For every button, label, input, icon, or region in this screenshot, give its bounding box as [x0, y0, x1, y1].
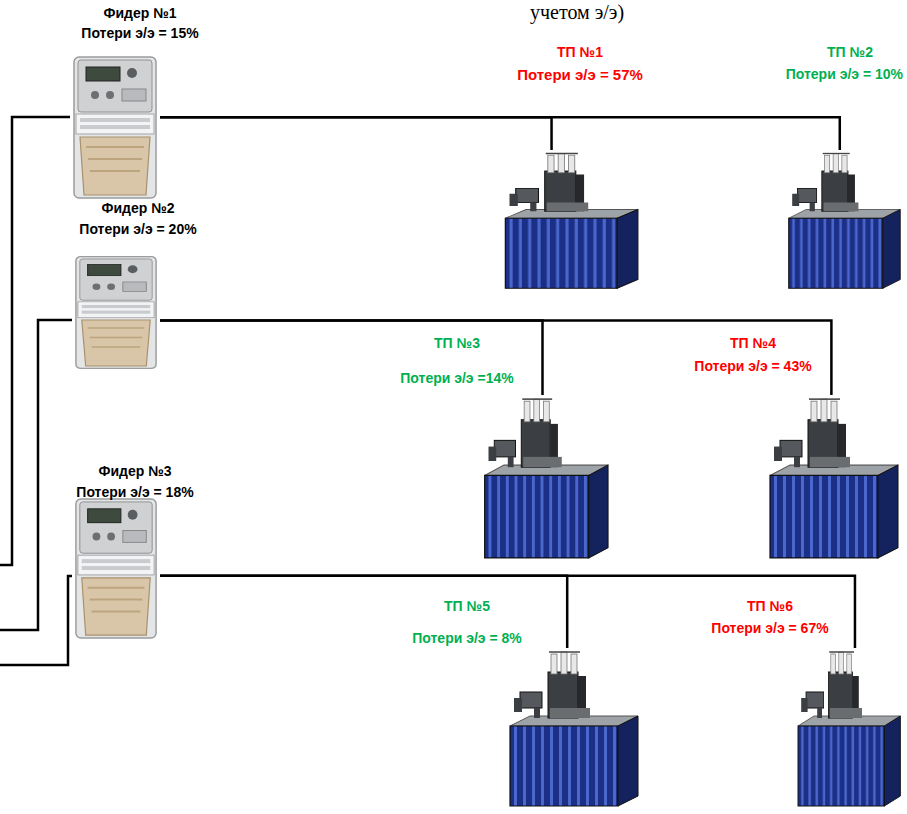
feeder-line: [160, 576, 855, 648]
feeder-line: [160, 321, 543, 395]
transformer-substation: ТП №1Потери э/э = 57%: [495, 150, 640, 290]
transformer-icon: [780, 150, 902, 290]
feeder-line: [160, 321, 831, 395]
transformer-icon: [495, 150, 640, 290]
loss-value: Потери э/э = 15%: [81, 25, 198, 42]
meter-icon: [70, 55, 160, 200]
node-title: ТП №6: [747, 598, 793, 615]
loss-value: Потери э/э = 67%: [711, 620, 828, 637]
node-title: Фидер №1: [103, 5, 176, 22]
node-title: Фидер №3: [98, 463, 171, 480]
node-title: ТП №1: [557, 44, 603, 61]
loss-value: Потери э/э = 43%: [694, 358, 811, 375]
node-title: ТП №4: [730, 335, 776, 352]
transformer-icon: [475, 395, 610, 560]
feeder-meter: Фидер №3Потери э/э = 18%: [72, 497, 160, 640]
transformer-icon: [500, 648, 640, 808]
transformer-substation: ТП №5Потери э/э = 8%: [500, 648, 640, 808]
node-title: ТП №5: [444, 598, 490, 615]
transformer-substation: ТП №2Потери э/э = 10%: [780, 150, 902, 290]
transformer-icon: [760, 395, 900, 560]
feeder-line: [160, 117, 552, 150]
meter-icon: [72, 255, 160, 370]
node-title: Фидер №2: [101, 200, 174, 217]
input-wire: [0, 117, 70, 565]
loss-value: Потери э/э = 57%: [517, 66, 643, 83]
feeder-meter: Фидер №2Потери э/э = 20%: [72, 255, 160, 370]
title-fragment: учетом э/э): [530, 1, 624, 23]
feeder-line: [160, 117, 840, 150]
loss-value: Потери э/э = 20%: [79, 221, 196, 238]
loss-value: Потери э/э = 8%: [412, 630, 522, 647]
meter-icon: [72, 497, 160, 640]
feeder-line: [160, 576, 567, 648]
transformer-icon: [790, 648, 902, 808]
transformer-substation: ТП №6Потери э/э = 67%: [790, 648, 902, 808]
node-title: ТП №2: [827, 44, 873, 61]
input-wire: [0, 320, 72, 630]
feeder-meter: Фидер №1Потери э/э = 15%: [70, 55, 160, 200]
transformer-substation: ТП №4Потери э/э = 43%: [760, 395, 900, 560]
loss-value: Потери э/э =14%: [400, 370, 513, 387]
node-title: ТП №3: [434, 335, 480, 352]
input-wire: [0, 576, 72, 665]
loss-value: Потери э/э = 18%: [76, 484, 193, 501]
transformer-substation: ТП №3Потери э/э =14%: [475, 395, 610, 560]
loss-value: Потери э/э = 10%: [786, 66, 903, 83]
